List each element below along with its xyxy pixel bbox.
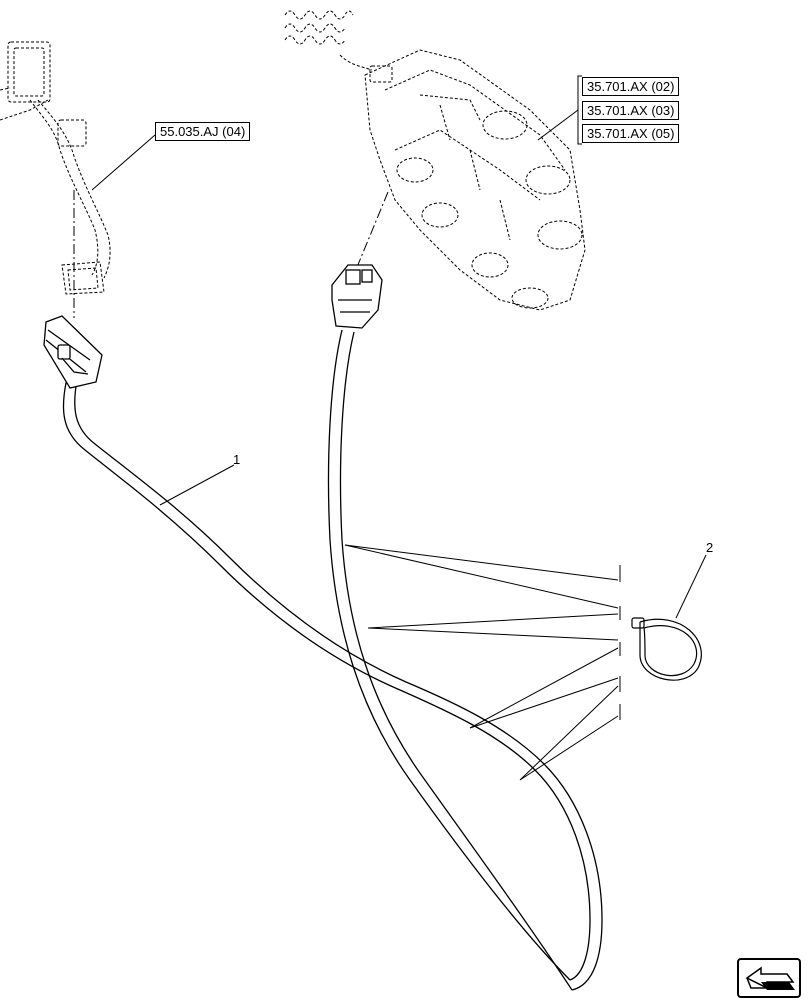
ref-box-35-701-ax-03[interactable]: 35.701.AX (03) (582, 101, 680, 120)
alignment-line-right (354, 191, 389, 273)
valve-block-ghost (284, 10, 586, 311)
mating-connector-ghost (0, 41, 111, 295)
tie-position-lines (344, 544, 621, 781)
page-navigation-arrow-icon[interactable] (737, 958, 801, 998)
two-pin-connector (331, 264, 383, 329)
ref-box-35-701-ax-02[interactable]: 35.701.AX (02) (582, 77, 680, 96)
ref-leader-55-035 (91, 134, 156, 191)
ref-leader-35-701 (537, 109, 579, 141)
arrow-icon (745, 966, 795, 990)
ref-box-55-035-aj-04[interactable]: 55.035.AJ (04) (155, 122, 251, 141)
callout-leader-1 (159, 464, 235, 506)
callout-leader-2 (675, 554, 707, 619)
callout-item-1: 1 (233, 452, 241, 467)
four-pin-connector (43, 315, 103, 389)
ref-box-35-701-ax-05[interactable]: 35.701.AX (05) (582, 124, 680, 143)
harness-cable (62, 329, 603, 991)
cable-tie (631, 617, 702, 681)
callout-item-2: 2 (706, 540, 714, 555)
